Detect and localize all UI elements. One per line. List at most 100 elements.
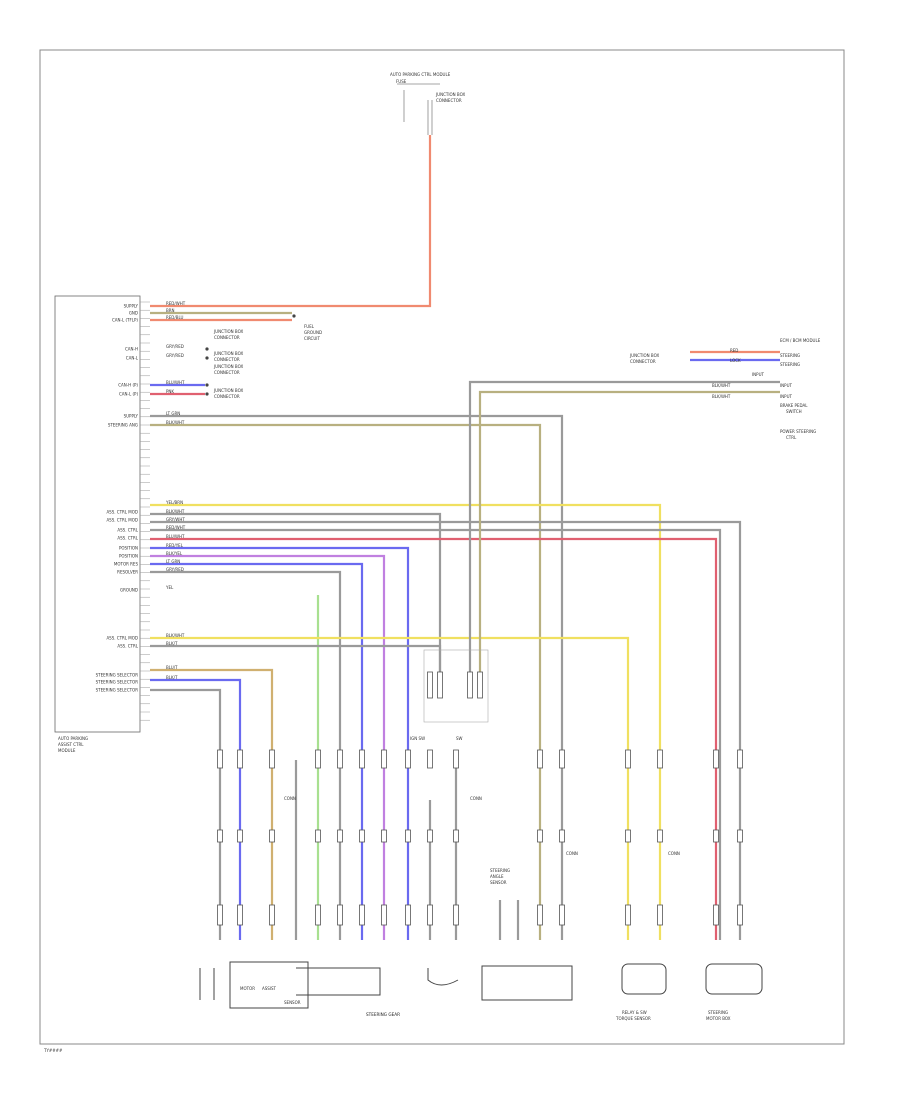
right-pin-2: LOCK [730, 358, 741, 363]
connector-pin [217, 749, 223, 769]
pin-label: MOTOR RES [114, 562, 139, 567]
pin-label: CAN-L [126, 356, 139, 361]
bottom-far-right-label-2: MOTOR BOX [706, 1016, 731, 1021]
connector-pin [453, 904, 459, 926]
connector-pin [559, 829, 565, 843]
wire-olive [478, 390, 780, 690]
connector-pin [337, 829, 343, 843]
wire-gray [150, 688, 222, 940]
module-label-3: MODULE [58, 748, 76, 753]
relay-box [481, 965, 573, 1001]
connector-pin [381, 904, 387, 926]
mid-label-1: FUEL [304, 324, 315, 329]
mid-label-9: CONNECTOR [214, 370, 240, 375]
wire-code: YEL [165, 585, 174, 590]
steering-gear-label: STEERING GEAR [366, 1012, 400, 1017]
wire-gray [468, 380, 780, 690]
mid-label-2: GROUND [304, 330, 322, 335]
connector-pin [467, 671, 473, 699]
pin-label: STEERING SELECTOR [96, 680, 139, 685]
connector-pin [381, 749, 387, 769]
module-pins [140, 301, 150, 721]
connector-pin [657, 904, 663, 926]
pin-label: CAN-H (P) [118, 383, 138, 388]
connector-pin [437, 671, 443, 699]
connector-pin [625, 829, 631, 843]
pin-label: POSITION [119, 554, 138, 559]
footer-code: TY#### [43, 1048, 63, 1053]
connector-pin [269, 829, 275, 843]
pin-label: SUPPLY [124, 304, 139, 309]
mid-label-7: CONNECTOR [214, 357, 240, 362]
connector-pin [237, 904, 243, 926]
splice-dot [205, 356, 209, 360]
connector-pin [315, 829, 321, 843]
connector-pin [427, 671, 433, 699]
gear-label-3: SENSOR [284, 1000, 301, 1005]
pin-label: RESOLVER [117, 570, 138, 575]
wire-code: BLK/WHT [166, 633, 185, 638]
connector-pin [737, 749, 743, 769]
connector-pin [405, 829, 411, 843]
conn-label-4: CONN [668, 851, 680, 856]
connector-pin [657, 829, 663, 843]
right-label-2: STEERING [780, 362, 800, 367]
connector-pin [269, 749, 275, 769]
top-component-label: AUTO PARKING CTRL MODULE [390, 72, 451, 77]
control-module: AUTO PARKING ASSIST CTRL MODULE [54, 295, 141, 753]
right-pin-4: BLK/WHT [712, 394, 731, 399]
right-label-3: INPUT [752, 372, 765, 377]
wire-code: YEL/BRN [165, 500, 183, 505]
connector-pin [315, 749, 321, 769]
splice-dot [205, 392, 209, 396]
right-note-2: SWITCH [786, 409, 802, 414]
wire-code: RED/YEL [166, 543, 184, 548]
wire-code: GRY/RED [166, 353, 184, 358]
center-label-1: STEERING [490, 868, 510, 873]
connector-pin [537, 829, 543, 843]
switch-connector-frame [423, 649, 489, 723]
right-note-4: CTRL [786, 435, 797, 440]
wire-yellow [150, 636, 630, 940]
connector-pin [237, 749, 243, 769]
mid-label-8: JUNCTION BOX [213, 364, 243, 369]
splice-dot [205, 383, 209, 387]
steering-gear-assembly: MOTOR ASSIST SENSOR STEERING ANGLE SENSO… [199, 736, 763, 1021]
wire-code: BLU/WHT [166, 380, 185, 385]
splice-dot [292, 314, 296, 318]
wire-code: BLK/T [166, 675, 178, 680]
conn-label-1: CONN [284, 796, 296, 801]
wire-gray [150, 570, 342, 940]
wire-code: BRN [166, 308, 175, 313]
top-component-sub: FUSE [396, 79, 407, 84]
pin-label: ASS. CTRL MOD [106, 510, 138, 515]
right-pin-3: BLK/WHT [712, 383, 731, 388]
connector-pin [427, 904, 433, 926]
wire-yellow [150, 503, 662, 940]
gear-label-1: MOTOR [240, 986, 255, 991]
connector-pin [537, 904, 543, 926]
connector-pin [269, 904, 275, 926]
pin-label: STEERING ANG [108, 423, 138, 428]
pin-label: ASS. CTRL MOD [106, 518, 138, 523]
connector-pin [713, 904, 719, 926]
mid-labels: FUEL GROUND CIRCUIT JUNCTION BOX CONNECT… [213, 324, 322, 399]
connector-pin [477, 671, 483, 699]
wire-code: GRY/RED [166, 567, 184, 572]
wires [150, 135, 780, 940]
wire-code: BLU/T [166, 665, 178, 670]
pin-label: CAN-L (P) [119, 392, 138, 397]
mid-label-3: CIRCUIT [304, 336, 320, 341]
connector-pin [453, 749, 459, 769]
mid-label-11: CONNECTOR [214, 394, 240, 399]
wire-code: PNK [166, 389, 174, 394]
conn-label-2: CONN [470, 796, 482, 801]
bottom-right-label-1: RELAY & SW [622, 1010, 647, 1015]
wire-code: BLK/YEL [166, 551, 183, 556]
wire-code: LT GRN [166, 411, 180, 416]
torque-sensor-box [621, 963, 667, 995]
wire-tan [150, 668, 274, 940]
connector-pin [427, 749, 433, 769]
pin-label: ASS. CTRL [117, 644, 138, 649]
